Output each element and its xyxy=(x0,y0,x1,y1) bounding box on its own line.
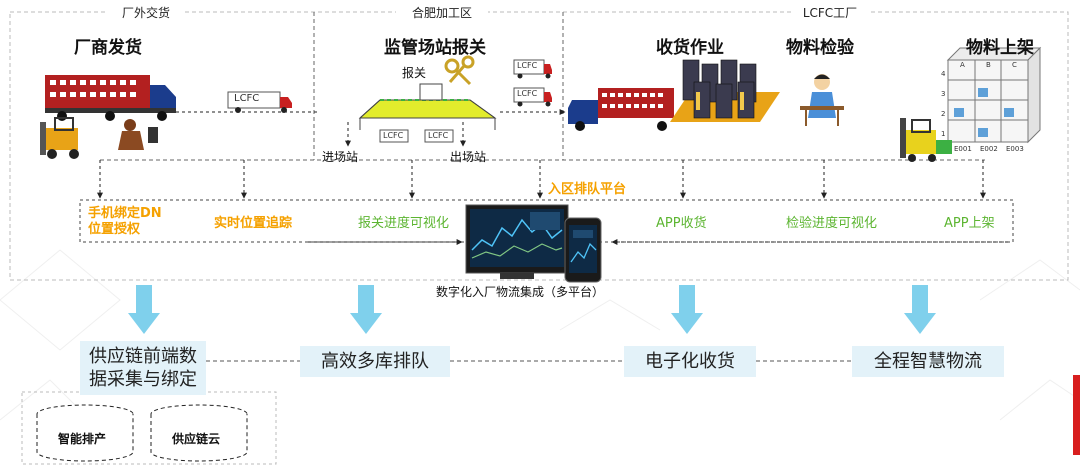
platform-caption: 数字化入厂物流集成（多平台） xyxy=(436,285,605,299)
zone-label-hefei: 合肥加工区 xyxy=(411,6,472,20)
database-label-scheduling: 智能排产 xyxy=(58,432,107,446)
shelf-col-label: C xyxy=(1012,61,1017,69)
truck-logo-label: LCFC xyxy=(517,89,538,98)
capability-inspection-progress: 检验进度可视化 xyxy=(786,216,878,231)
capability-app-receiving: APP收货 xyxy=(656,216,707,231)
truck-logo-label: LCFC xyxy=(428,131,449,140)
enter-station-label: 进场站 xyxy=(322,150,359,164)
shelf-code-label: E002 xyxy=(980,145,998,153)
capability-dn-binding: 手机绑定DN 位置授权 xyxy=(88,206,162,237)
shelf-code-label: E001 xyxy=(954,145,972,153)
capability-app-shelving: APP上架 xyxy=(944,216,995,231)
shelf-col-label: A xyxy=(960,61,965,69)
truck-logo-label: LCFC xyxy=(517,61,538,70)
zone-label-factory: LCFC工厂 xyxy=(802,6,858,20)
capability-customs-progress: 报关进度可视化 xyxy=(358,216,450,231)
database-label-supply-cloud: 供应链云 xyxy=(172,432,221,446)
stage-inspection: 物料检验 xyxy=(786,38,854,58)
stage-shelving: 物料上架 xyxy=(966,38,1034,58)
truck-logo-label: LCFC xyxy=(234,93,260,104)
shelf-row-label: 2 xyxy=(941,110,946,118)
zone-label-outside: 厂外交货 xyxy=(121,6,170,20)
capability-tracking: 实时位置追踪 xyxy=(214,216,293,231)
shelf-row-label: 4 xyxy=(941,70,946,78)
outcome-front-end-data: 供应链前端数 据采集与绑定 xyxy=(80,341,206,395)
outcome-smart-logistics: 全程智慧物流 xyxy=(852,346,1004,377)
truck-logo-label: LCFC xyxy=(383,131,404,140)
outcome-e-receiving: 电子化收货 xyxy=(624,346,756,377)
shelf-col-label: B xyxy=(986,61,991,69)
exit-station-label: 出场站 xyxy=(450,150,487,164)
stage-receiving: 收货作业 xyxy=(656,38,724,58)
customs-tag-label: 报关 xyxy=(402,66,427,80)
queue-platform-label: 入区排队平台 xyxy=(548,182,627,197)
shelf-row-label: 3 xyxy=(941,90,946,98)
shelf-code-label: E003 xyxy=(1006,145,1024,153)
stage-supplier-ship: 厂商发货 xyxy=(74,38,142,58)
outcome-multi-warehouse-queue: 高效多库排队 xyxy=(300,346,450,377)
stage-customs: 监管场站报关 xyxy=(384,38,486,58)
shelf-row-label: 1 xyxy=(941,130,946,138)
